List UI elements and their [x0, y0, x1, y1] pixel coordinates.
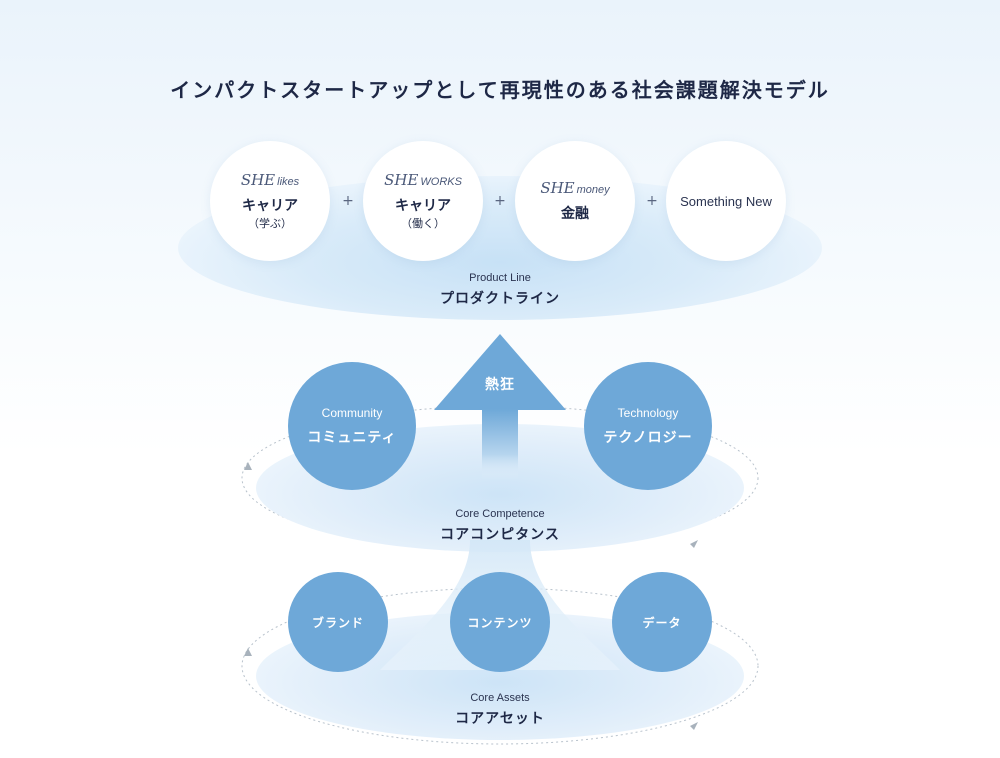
upward-arrow-head-icon [434, 334, 566, 410]
core-competence-label-jp: コアコンピタンス [440, 527, 560, 543]
product-note: （学ぶ） [248, 217, 292, 230]
product-line-label-en: Product Line [469, 272, 531, 284]
asset-label: コンテンツ [467, 615, 533, 630]
asset-circle-brand: ブランド [288, 572, 388, 672]
core-competence-label-en: Core Competence [455, 508, 545, 520]
product-name: Something New [680, 193, 772, 209]
asset-label: ブランド [311, 615, 364, 630]
assets-cycle-ring [241, 587, 759, 745]
product-name: キャリア [242, 198, 298, 214]
competence-label-jp: テクノロジー [603, 430, 693, 446]
page-title: インパクトスタートアップとして再現性のある社会課題解決モデル [170, 78, 830, 102]
competence-label-en: Technology [617, 406, 679, 420]
product-note: （働く） [401, 217, 445, 230]
cycle-arrowhead-icon [690, 722, 698, 730]
upward-arrow-shaft [482, 409, 518, 479]
cycle-arrowhead-icon [244, 648, 252, 656]
product-line-label-jp: プロダクトライン [440, 291, 560, 307]
core-assets-label-jp: コアアセット [455, 711, 545, 727]
asset-circle-data: データ [612, 572, 712, 672]
cycle-arrowhead-icon [244, 462, 252, 470]
cycle-arrowhead-icon [690, 540, 698, 548]
product-circle-something-new: Something New [666, 141, 786, 261]
competence-circle-technology: Technology テクノロジー [584, 362, 712, 490]
arrow-label: 熱狂 [485, 377, 515, 393]
competence-circle-community: Community コミュニティ [288, 362, 416, 490]
product-name: キャリア [395, 198, 451, 214]
core-assets-label-en: Core Assets [470, 692, 530, 704]
asset-circle-contents: コンテンツ [450, 572, 550, 672]
competence-label-en: Community [321, 406, 383, 420]
plus-sign: + [646, 193, 658, 209]
asset-label: データ [642, 615, 682, 630]
plus-sign: + [342, 193, 354, 209]
plus-sign: + [494, 193, 506, 209]
competence-label-jp: コミュニティ [307, 430, 397, 446]
product-name: 金融 [561, 206, 589, 222]
